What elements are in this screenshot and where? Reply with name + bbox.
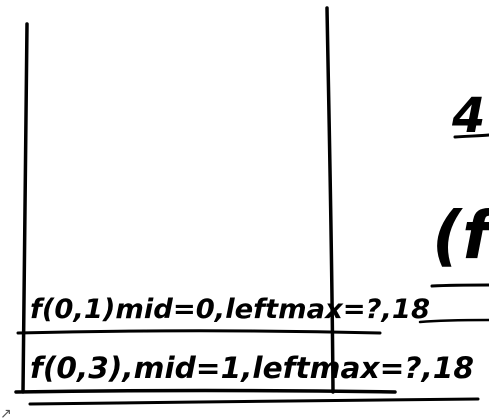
right-fragment-line-2 bbox=[418, 318, 489, 324]
stack-box bbox=[14, 6, 480, 406]
right-fragment-line-1 bbox=[430, 283, 489, 288]
stack-bottom-line bbox=[14, 388, 397, 394]
corner-arrow-icon: ↗ bbox=[0, 406, 12, 420]
right-fragment-underline bbox=[453, 133, 489, 139]
stack-left-wall bbox=[21, 22, 29, 394]
right-fragment: 4 (f bbox=[418, 88, 489, 324]
right-fragment-glyph-bottom: (f bbox=[432, 197, 489, 274]
stack-right-wall bbox=[325, 6, 335, 394]
frame-divider-line bbox=[16, 329, 382, 335]
stack-base-line bbox=[28, 397, 480, 406]
stack-frame-text-top: f(0,1)mid=0,leftmax=?,18 bbox=[30, 294, 430, 325]
stack-frame-text-bottom: f(0,3),mid=1,leftmax=?,18 bbox=[30, 351, 474, 385]
